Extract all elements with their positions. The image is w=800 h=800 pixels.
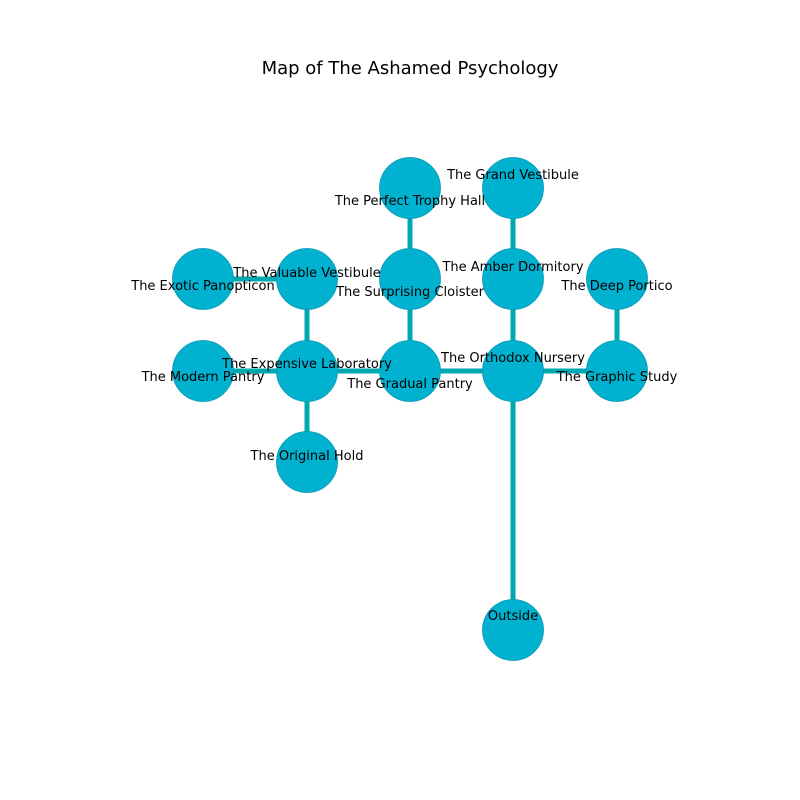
labels-layer: The Perfect Trophy Hall The Grand Vestibu…: [130, 168, 677, 624]
room-label-grand-vestibule: The Grand Vestibule: [446, 168, 579, 183]
room-node-expensive-laboratory: [276, 340, 338, 402]
room-label-outside: Outside: [488, 609, 538, 624]
room-label-deep-portico: The Deep Portico: [560, 279, 672, 294]
room-label-gradual-pantry: The Gradual Pantry: [346, 377, 473, 392]
room-label-surprising-cloister: The Surprising Cloister: [335, 285, 484, 300]
room-label-modern-pantry: The Modern Pantry: [141, 370, 265, 385]
map-title: Map of The Ashamed Psychology: [262, 58, 559, 79]
room-label-valuable-vestibule: The Valuable Vestibule: [232, 266, 380, 281]
room-node-surprising-cloister: [379, 248, 441, 310]
room-node-valuable-vestibule: [276, 248, 338, 310]
room-node-deep-portico: [586, 248, 648, 310]
room-node-exotic-panopticon: [172, 248, 234, 310]
room-node-graphic-study: [586, 340, 648, 402]
room-node-grand-vestibule: [482, 157, 544, 219]
room-label-perfect-trophy-hall: The Perfect Trophy Hall: [334, 194, 485, 209]
rooms-layer: [172, 157, 648, 661]
room-node-perfect-trophy-hall: [379, 157, 441, 219]
room-node-original-hold: [276, 431, 338, 493]
room-node-modern-pantry: [172, 340, 234, 402]
room-label-original-hold: The Original Hold: [250, 449, 364, 464]
room-label-graphic-study: The Graphic Study: [556, 370, 678, 385]
room-node-amber-dormitory: [482, 248, 544, 310]
room-label-expensive-laboratory: The Expensive Laboratory: [221, 357, 392, 372]
room-node-orthodox-nursery: [482, 340, 544, 402]
room-node-gradual-pantry: [379, 340, 441, 402]
room-label-exotic-panopticon: The Exotic Panopticon: [130, 279, 274, 294]
room-label-amber-dormitory: The Amber Dormitory: [441, 260, 583, 275]
room-node-outside: [482, 599, 544, 661]
room-label-orthodox-nursery: The Orthodox Nursery: [440, 351, 585, 366]
